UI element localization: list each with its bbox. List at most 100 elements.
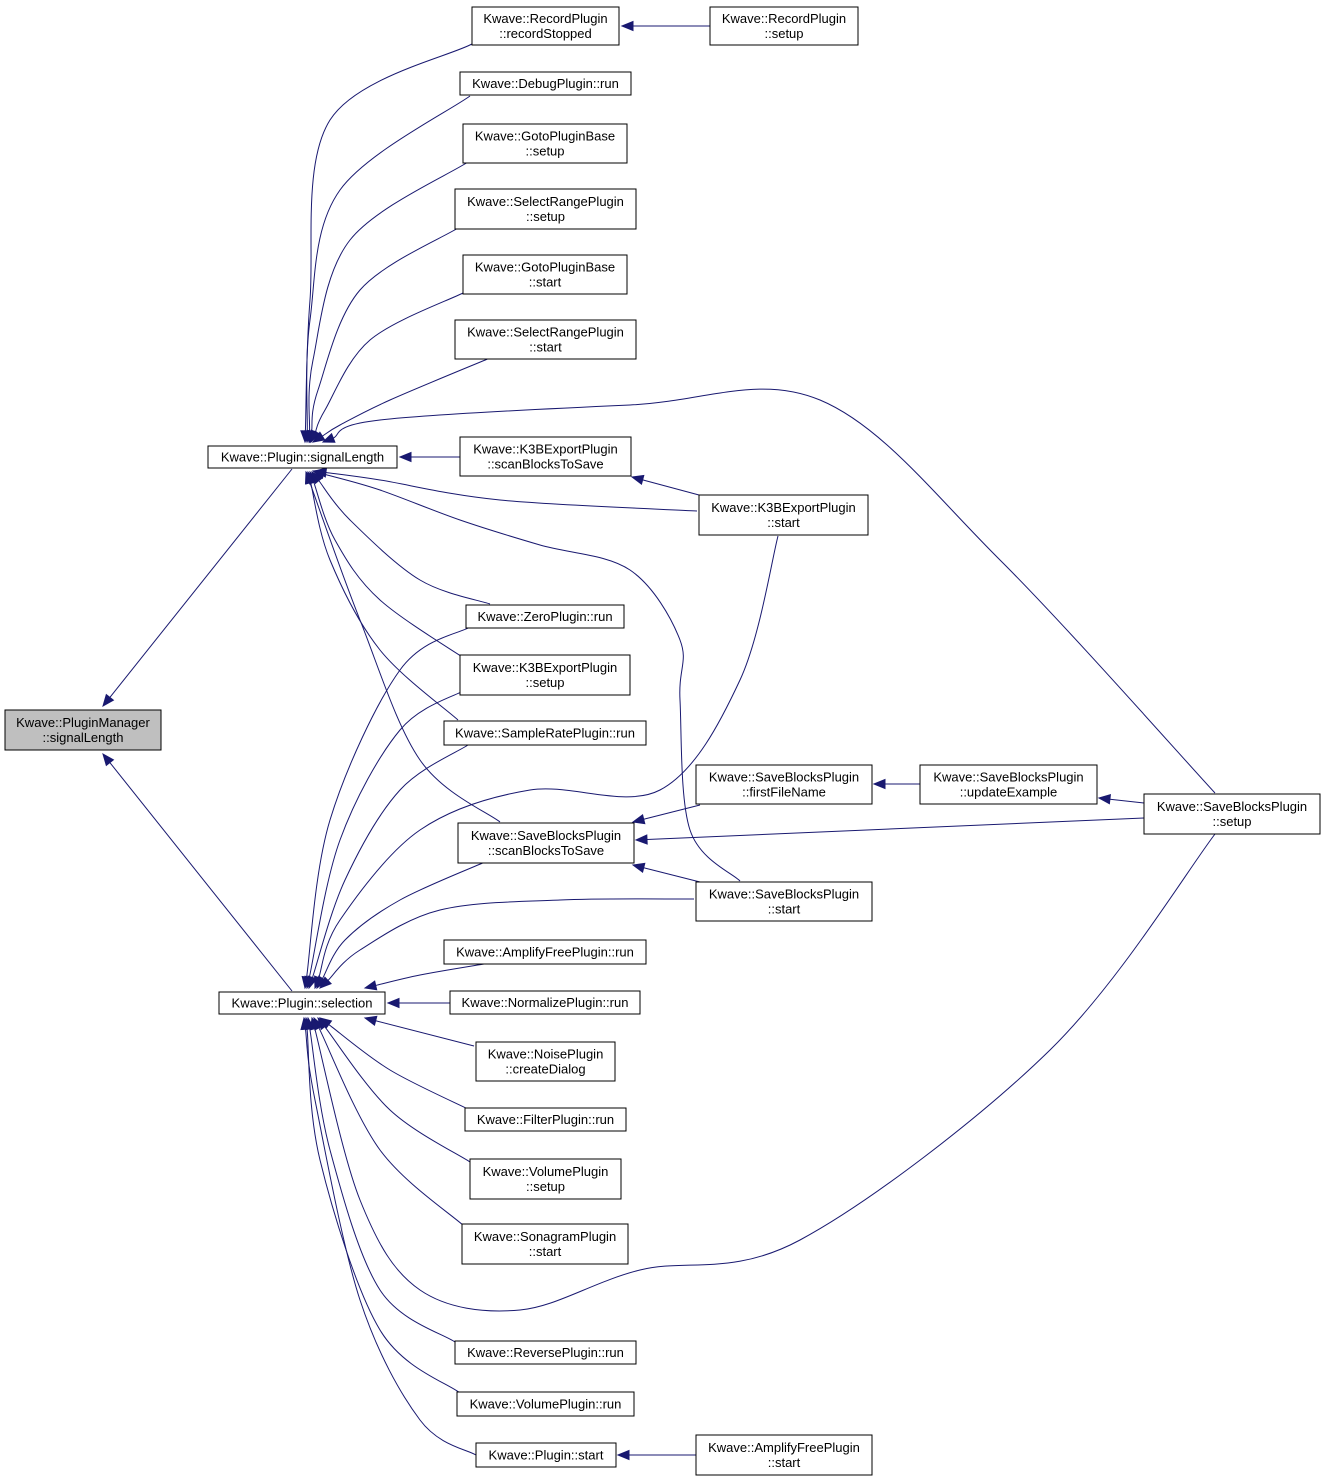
arrowhead xyxy=(102,693,115,708)
node-k3b-scan[interactable]: Kwave::K3BExportPlugin::scanBlocksToSave xyxy=(459,436,632,477)
node-sb-scan[interactable]: Kwave::SaveBlocksPlugin::scanBlocksToSav… xyxy=(457,822,635,864)
edge-line xyxy=(318,480,491,605)
node-label-line: ::setup xyxy=(526,209,565,224)
node-box xyxy=(454,188,637,230)
node-rec-stopped[interactable]: Kwave::RecordPlugin::recordStopped xyxy=(471,6,620,46)
node-ampfree-run[interactable]: Kwave::AmplifyFreePlugin::run xyxy=(443,939,647,965)
node-label-line: Kwave::SampleRatePlugin::run xyxy=(455,726,635,741)
arrowhead xyxy=(300,1016,311,1031)
edge-sb_setup-to-sb_scan xyxy=(634,817,1145,845)
edge-line xyxy=(643,804,701,820)
node-box xyxy=(457,822,635,864)
node-label-line: Kwave::GotoPluginBase xyxy=(475,260,615,275)
node-p-start[interactable]: Kwave::Plugin::start xyxy=(475,1442,617,1468)
node-label-line: ::setup xyxy=(525,144,564,159)
node-reverse-run[interactable]: Kwave::ReversePlugin::run xyxy=(454,1340,637,1365)
node-label-line: Kwave::Plugin::signalLength xyxy=(221,450,384,465)
node-label-line: Kwave::SonagramPlugin xyxy=(474,1229,616,1244)
node-goto-start[interactable]: Kwave::GotoPluginBase::start xyxy=(462,254,628,295)
edge-sb_setup-to-sb_update xyxy=(1097,794,1145,805)
edge-normalize_run-to-p_selection xyxy=(386,997,450,1009)
node-selrange-start[interactable]: Kwave::SelectRangePlugin::start xyxy=(454,319,637,360)
node-label-line: Kwave::VolumePlugin::run xyxy=(470,1397,622,1412)
node-p-signalLength[interactable]: Kwave::Plugin::signalLength xyxy=(207,445,398,469)
node-box xyxy=(698,494,869,536)
edge-sb_update-to-sb_first xyxy=(872,778,920,790)
node-debug-run[interactable]: Kwave::DebugPlugin::run xyxy=(459,71,632,96)
node-label-line: Kwave::SaveBlocksPlugin xyxy=(709,770,859,785)
node-label-line: Kwave::RecordPlugin xyxy=(722,11,846,26)
edge-p_selection-to-pm_signalLength xyxy=(102,752,293,992)
arrowhead xyxy=(616,1449,630,1461)
node-k3b-setup[interactable]: Kwave::K3BExportPlugin::setup xyxy=(459,654,631,696)
edge-line xyxy=(310,482,459,721)
node-goto-setup[interactable]: Kwave::GotoPluginBase::setup xyxy=(462,123,628,164)
node-sb-setup[interactable]: Kwave::SaveBlocksPlugin::setup xyxy=(1143,793,1321,835)
edge-line xyxy=(304,1028,477,1456)
node-box xyxy=(475,1041,616,1082)
node-label-line: ::scanBlocksToSave xyxy=(488,843,604,858)
node-rec-setup[interactable]: Kwave::RecordPlugin::setup xyxy=(709,6,859,46)
node-label-line: Kwave::ZeroPlugin::run xyxy=(477,609,612,624)
node-normalize-run[interactable]: Kwave::NormalizePlugin::run xyxy=(449,990,641,1015)
edge-line xyxy=(322,357,491,437)
arrowhead xyxy=(1097,794,1111,805)
edge-sonagram_start-to-p_selection xyxy=(313,1016,465,1227)
node-volume-setup[interactable]: Kwave::VolumePlugin::setup xyxy=(469,1158,622,1200)
node-label-line: Kwave::AmplifyFreePlugin::run xyxy=(456,945,634,960)
node-label-line: ::start xyxy=(767,515,800,530)
node-filter-run[interactable]: Kwave::FilterPlugin::run xyxy=(464,1107,627,1132)
edge-line xyxy=(314,292,464,433)
node-samplerate-run[interactable]: Kwave::SampleRatePlugin::run xyxy=(443,720,647,746)
edge-ampfree_run-to-p_selection xyxy=(363,963,485,991)
arrowhead xyxy=(319,976,332,989)
node-sb-update[interactable]: Kwave::SaveBlocksPlugin::updateExample xyxy=(919,764,1098,805)
node-label-line: ::createDialog xyxy=(505,1062,585,1077)
node-box xyxy=(207,445,398,469)
node-label-line: Kwave::AmplifyFreePlugin xyxy=(708,1440,860,1455)
edge-line xyxy=(375,1020,475,1047)
edge-line xyxy=(325,472,698,512)
edge-line xyxy=(306,95,471,432)
node-box xyxy=(462,254,628,295)
node-label-line: Kwave::FilterPlugin::run xyxy=(477,1112,614,1127)
node-selrange-setup[interactable]: Kwave::SelectRangePlugin::setup xyxy=(454,188,637,230)
node-box xyxy=(459,71,632,96)
edge-line xyxy=(318,535,779,978)
edge-line xyxy=(312,744,469,978)
node-volume-run[interactable]: Kwave::VolumePlugin::run xyxy=(456,1391,635,1417)
node-label-line: ::scanBlocksToSave xyxy=(487,457,603,472)
node-label-line: Kwave::GotoPluginBase xyxy=(475,129,615,144)
edge-k3b_start-to-k3b_scan xyxy=(630,474,700,496)
node-box xyxy=(461,1223,629,1265)
node-p-selection[interactable]: Kwave::Plugin::selection xyxy=(218,991,386,1015)
node-noise-create[interactable]: Kwave::NoisePlugin::createDialog xyxy=(475,1041,616,1082)
node-label-line: Kwave::VolumePlugin xyxy=(483,1164,609,1179)
node-sonagram-start[interactable]: Kwave::SonagramPlugin::start xyxy=(461,1223,629,1265)
node-box xyxy=(218,991,386,1015)
node-label-line: ::setup xyxy=(526,1179,565,1194)
edge-line xyxy=(308,689,466,978)
edge-line xyxy=(309,1028,456,1343)
edge-sb_first-to-sb_scan xyxy=(631,804,701,825)
arrowhead xyxy=(872,778,886,790)
node-label-line: ::recordStopped xyxy=(499,26,592,41)
edge-sb_start-to-p_selection xyxy=(319,898,695,989)
node-label-line: Kwave::NoisePlugin xyxy=(488,1047,604,1062)
node-sb-first[interactable]: Kwave::SaveBlocksPlugin::firstFileName xyxy=(695,764,873,805)
edge-line xyxy=(327,898,695,981)
node-zero-run[interactable]: Kwave::ZeroPlugin::run xyxy=(465,604,625,629)
node-sb-start[interactable]: Kwave::SaveBlocksPlugin::start xyxy=(695,881,873,922)
node-label-line: Kwave::PluginManager xyxy=(16,715,150,730)
edge-line xyxy=(323,473,741,882)
node-label-line: Kwave::SaveBlocksPlugin xyxy=(471,828,621,843)
node-label-line: Kwave::Plugin::start xyxy=(489,1448,604,1463)
node-ampfree-start[interactable]: Kwave::AmplifyFreePlugin::start xyxy=(695,1434,873,1476)
node-k3b-start[interactable]: Kwave::K3BExportPlugin::start xyxy=(698,494,869,536)
node-box xyxy=(443,939,647,965)
arrowhead xyxy=(321,432,336,443)
arrowhead xyxy=(398,451,412,463)
edge-line xyxy=(308,161,469,432)
arrowhead xyxy=(630,474,645,486)
